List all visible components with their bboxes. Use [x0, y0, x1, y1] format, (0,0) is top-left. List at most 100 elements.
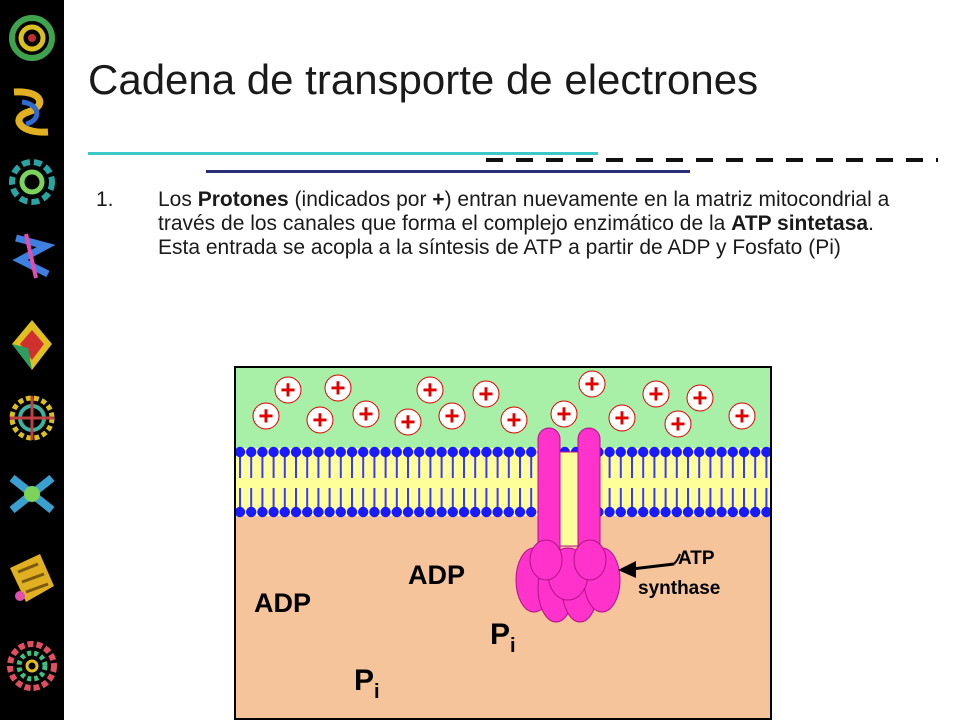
phospholipid-head: [694, 506, 705, 518]
title-underline-cyan: [88, 152, 598, 155]
phospholipid-head: [638, 446, 649, 458]
phospholipid-head: [526, 506, 537, 518]
phospholipid-head: [615, 446, 626, 458]
phospholipid-head: [402, 446, 414, 458]
phospholipid-head: [268, 446, 279, 458]
proton: +: [664, 409, 692, 439]
label-pi-lower: Pi: [354, 664, 380, 703]
phospholipid-head: [290, 446, 302, 458]
phospholipid-head: [369, 446, 380, 458]
proton: +: [394, 407, 422, 437]
proton-symbol: +: [358, 399, 373, 429]
phospholipid-head: [671, 446, 682, 458]
phospholipid-head: [470, 446, 481, 458]
protein-thumbnail-8: [10, 554, 54, 602]
proton-circle: [608, 404, 636, 432]
atp-synthase-diagram: +++++++++++++++++ ATP synthase ADP ADP P…: [234, 366, 772, 720]
phospholipid-head: [705, 506, 716, 518]
phospholipid-head: [234, 506, 246, 518]
proton-symbol: +: [670, 409, 685, 439]
phospholipid-head: [425, 506, 436, 518]
proton-circle: [642, 380, 670, 408]
phospholipid-head: [447, 506, 458, 518]
list-item-text-run: Los: [158, 188, 198, 211]
synthase-head-subunit: [529, 539, 563, 581]
phospholipid-head: [425, 446, 436, 458]
protons: +++++++++++++++++: [252, 369, 756, 439]
phospholipid-head: [649, 506, 660, 518]
atp-synthase: [515, 427, 621, 623]
phospholipid-head: [750, 506, 761, 518]
phospholipid-head: [705, 446, 716, 458]
atp-synthase-figure: +++++++++++++++++ ATP synthase ADP ADP P…: [234, 366, 772, 720]
proton-symbol: +: [280, 375, 295, 405]
proton-symbol: +: [258, 401, 273, 431]
phospholipid-head: [380, 446, 391, 458]
phospholipid-head: [302, 446, 313, 458]
callout-arrow-line: [631, 562, 675, 571]
proton-circle: [686, 384, 714, 412]
phospholipid-head: [436, 446, 447, 458]
phospholipid-head: [302, 506, 313, 518]
proton-symbol: +: [444, 401, 459, 431]
list-number: 1.: [96, 188, 114, 211]
protein-thumbnail-6: [9, 395, 55, 441]
phospholipid-head: [402, 506, 414, 518]
label-atp-synthase-line2: synthase: [638, 578, 720, 599]
proton-circle: [416, 376, 444, 404]
callout-arrow-head: [618, 561, 636, 578]
label-pi-lower-sub: i: [374, 681, 380, 703]
callout-leader-curve: [673, 553, 681, 565]
phospholipid-head: [268, 506, 279, 518]
proton-circle: [306, 406, 334, 434]
phospholipid-head: [738, 446, 750, 458]
phospholipid-head: [638, 506, 649, 518]
protein-thumbnail-9: [7, 641, 57, 691]
list-item-bold-run: ATP sintetasa: [731, 212, 869, 235]
figure-border: [234, 366, 772, 720]
phospholipid-head: [761, 446, 772, 458]
proton-symbol: +: [648, 379, 663, 409]
phospholipid-head: [750, 446, 761, 458]
mitochondrial-matrix: [234, 516, 772, 720]
slide-title: Cadena de transporte de electrones: [88, 56, 759, 103]
phospholipid-head: [324, 506, 335, 518]
phospholipid-head: [279, 446, 290, 458]
proton: +: [728, 401, 756, 431]
proton-symbol: +: [556, 399, 571, 429]
title-underline-dashed: [486, 158, 938, 162]
proton: +: [686, 383, 714, 413]
phospholipid-head: [503, 506, 514, 518]
proton: +: [578, 369, 606, 399]
proton-symbol: +: [400, 407, 415, 437]
proton-circle: [438, 402, 466, 430]
proton-symbol: +: [312, 405, 327, 435]
proton-symbol: +: [330, 373, 345, 403]
phospholipid-head: [694, 446, 705, 458]
protein-thumbnail-1: [9, 15, 55, 61]
phospholipid-head: [660, 446, 671, 458]
phospholipid-head: [716, 446, 727, 458]
proton-symbol: +: [734, 401, 749, 431]
phospholipid-head: [447, 446, 458, 458]
list-item-text-run: . Esta entrada se acopla a la síntesis d…: [158, 212, 874, 259]
proton: +: [416, 375, 444, 405]
list-item-text-run: ) entran nuevamente en la matriz mitocon…: [158, 188, 890, 235]
proton-circle: [324, 374, 352, 402]
phospholipid-head: [257, 446, 268, 458]
phospholipid-head: [313, 506, 324, 518]
phospholipid-head: [660, 506, 671, 518]
phospholipid-head: [481, 506, 492, 518]
phospholipid-head: [380, 506, 391, 518]
proton-circle: [728, 402, 756, 430]
phospholipid-head: [604, 446, 615, 458]
phospholipid-head: [234, 446, 246, 458]
proton: +: [472, 379, 500, 409]
proton: +: [252, 401, 280, 431]
protein-structure-thumbnails: [7, 15, 57, 691]
proton-symbol: +: [506, 405, 521, 435]
phospholipid-head: [738, 506, 750, 518]
phospholipid-head: [492, 506, 503, 518]
label-pi-upper-sub: i: [510, 635, 516, 657]
list-item-bold-run: Protones: [197, 188, 289, 211]
